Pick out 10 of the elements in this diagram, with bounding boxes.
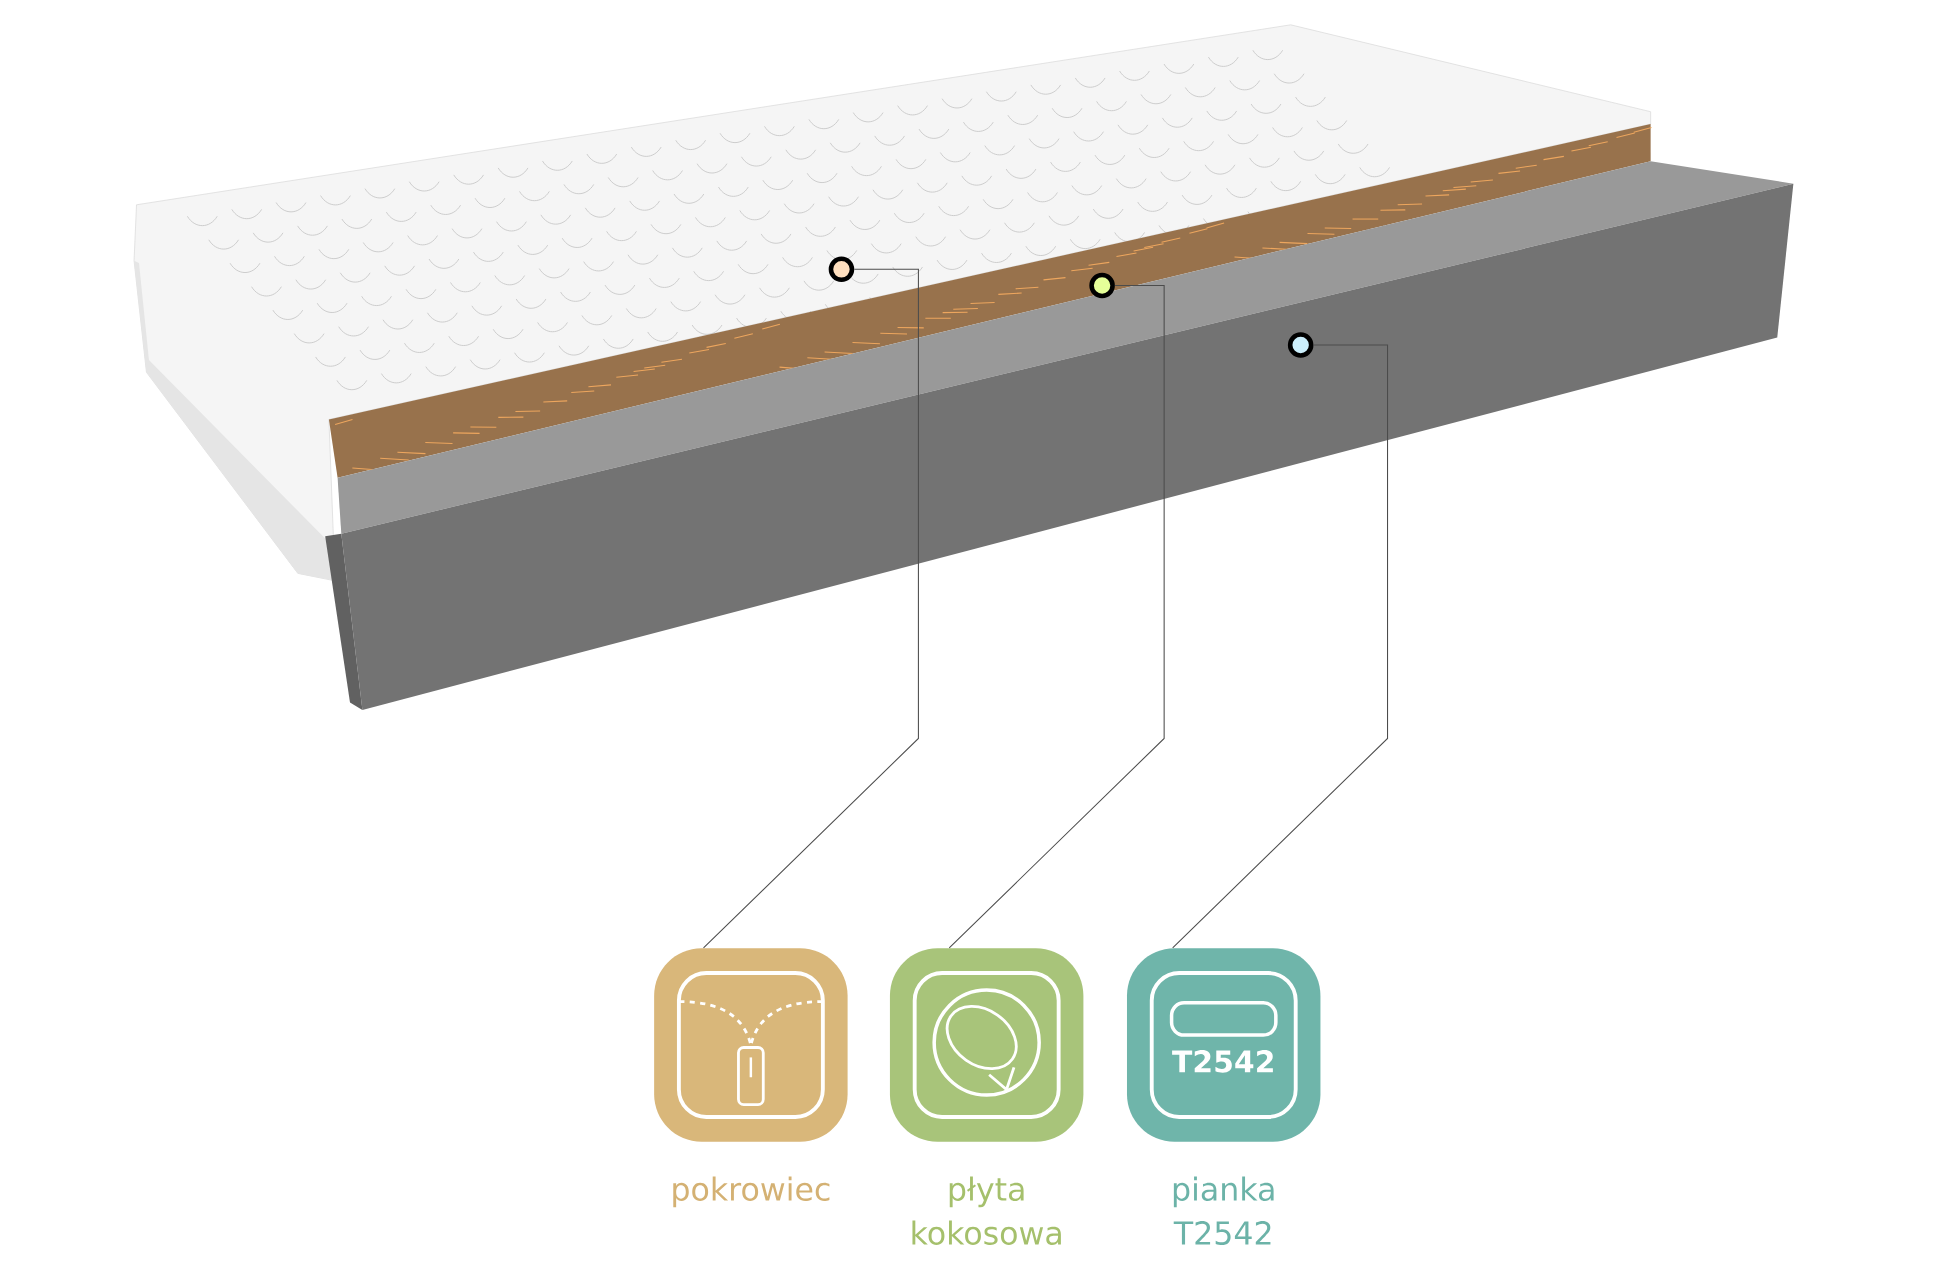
tile-label: pokrowiec — [673, 1176, 830, 1208]
marker-dot — [828, 256, 855, 282]
leader-line — [1172, 344, 1389, 949]
tile-label: pianka T2542 — [1173, 1176, 1274, 1245]
leader-line — [948, 284, 1165, 949]
leader-line — [703, 268, 919, 949]
marker-dot — [1287, 332, 1314, 358]
tile-label: płyta kokosowa — [912, 1176, 1061, 1245]
icon-tile: T2542 — [1127, 948, 1321, 1142]
marker-dot — [1089, 272, 1115, 299]
